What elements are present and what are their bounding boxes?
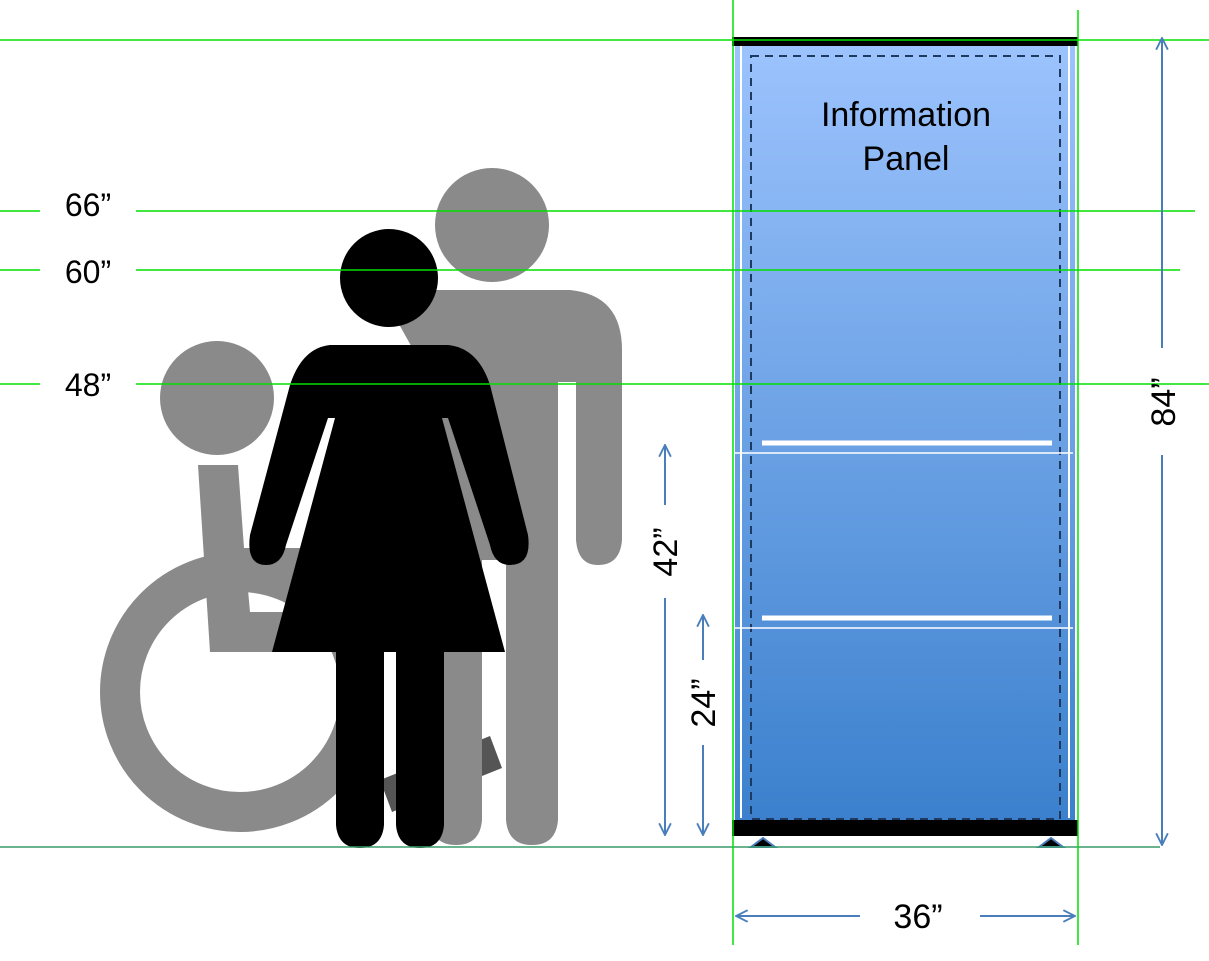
lower-shelf-height-label: 24” xyxy=(685,678,723,727)
height-label-66: 66” xyxy=(65,187,111,223)
panel-title-line2: Panel xyxy=(863,140,950,178)
upper-shelf-height-label: 42” xyxy=(647,527,685,576)
height-label-48: 48” xyxy=(65,367,111,403)
dimension-arrows xyxy=(665,38,1162,916)
panel-title-line1: Information xyxy=(821,96,991,134)
panel-foot-left xyxy=(748,836,778,848)
woman-figure xyxy=(249,229,529,848)
panel-base xyxy=(732,820,1078,836)
panel-height-label: 84” xyxy=(1145,377,1183,426)
display-area-outline xyxy=(750,55,1061,820)
panel-top-bar xyxy=(732,37,1078,46)
panel-width-label: 36” xyxy=(893,898,942,936)
panel-foot-right xyxy=(1036,836,1066,848)
information-panel: Information Panel xyxy=(732,37,1078,848)
height-label-60: 60” xyxy=(65,254,111,290)
